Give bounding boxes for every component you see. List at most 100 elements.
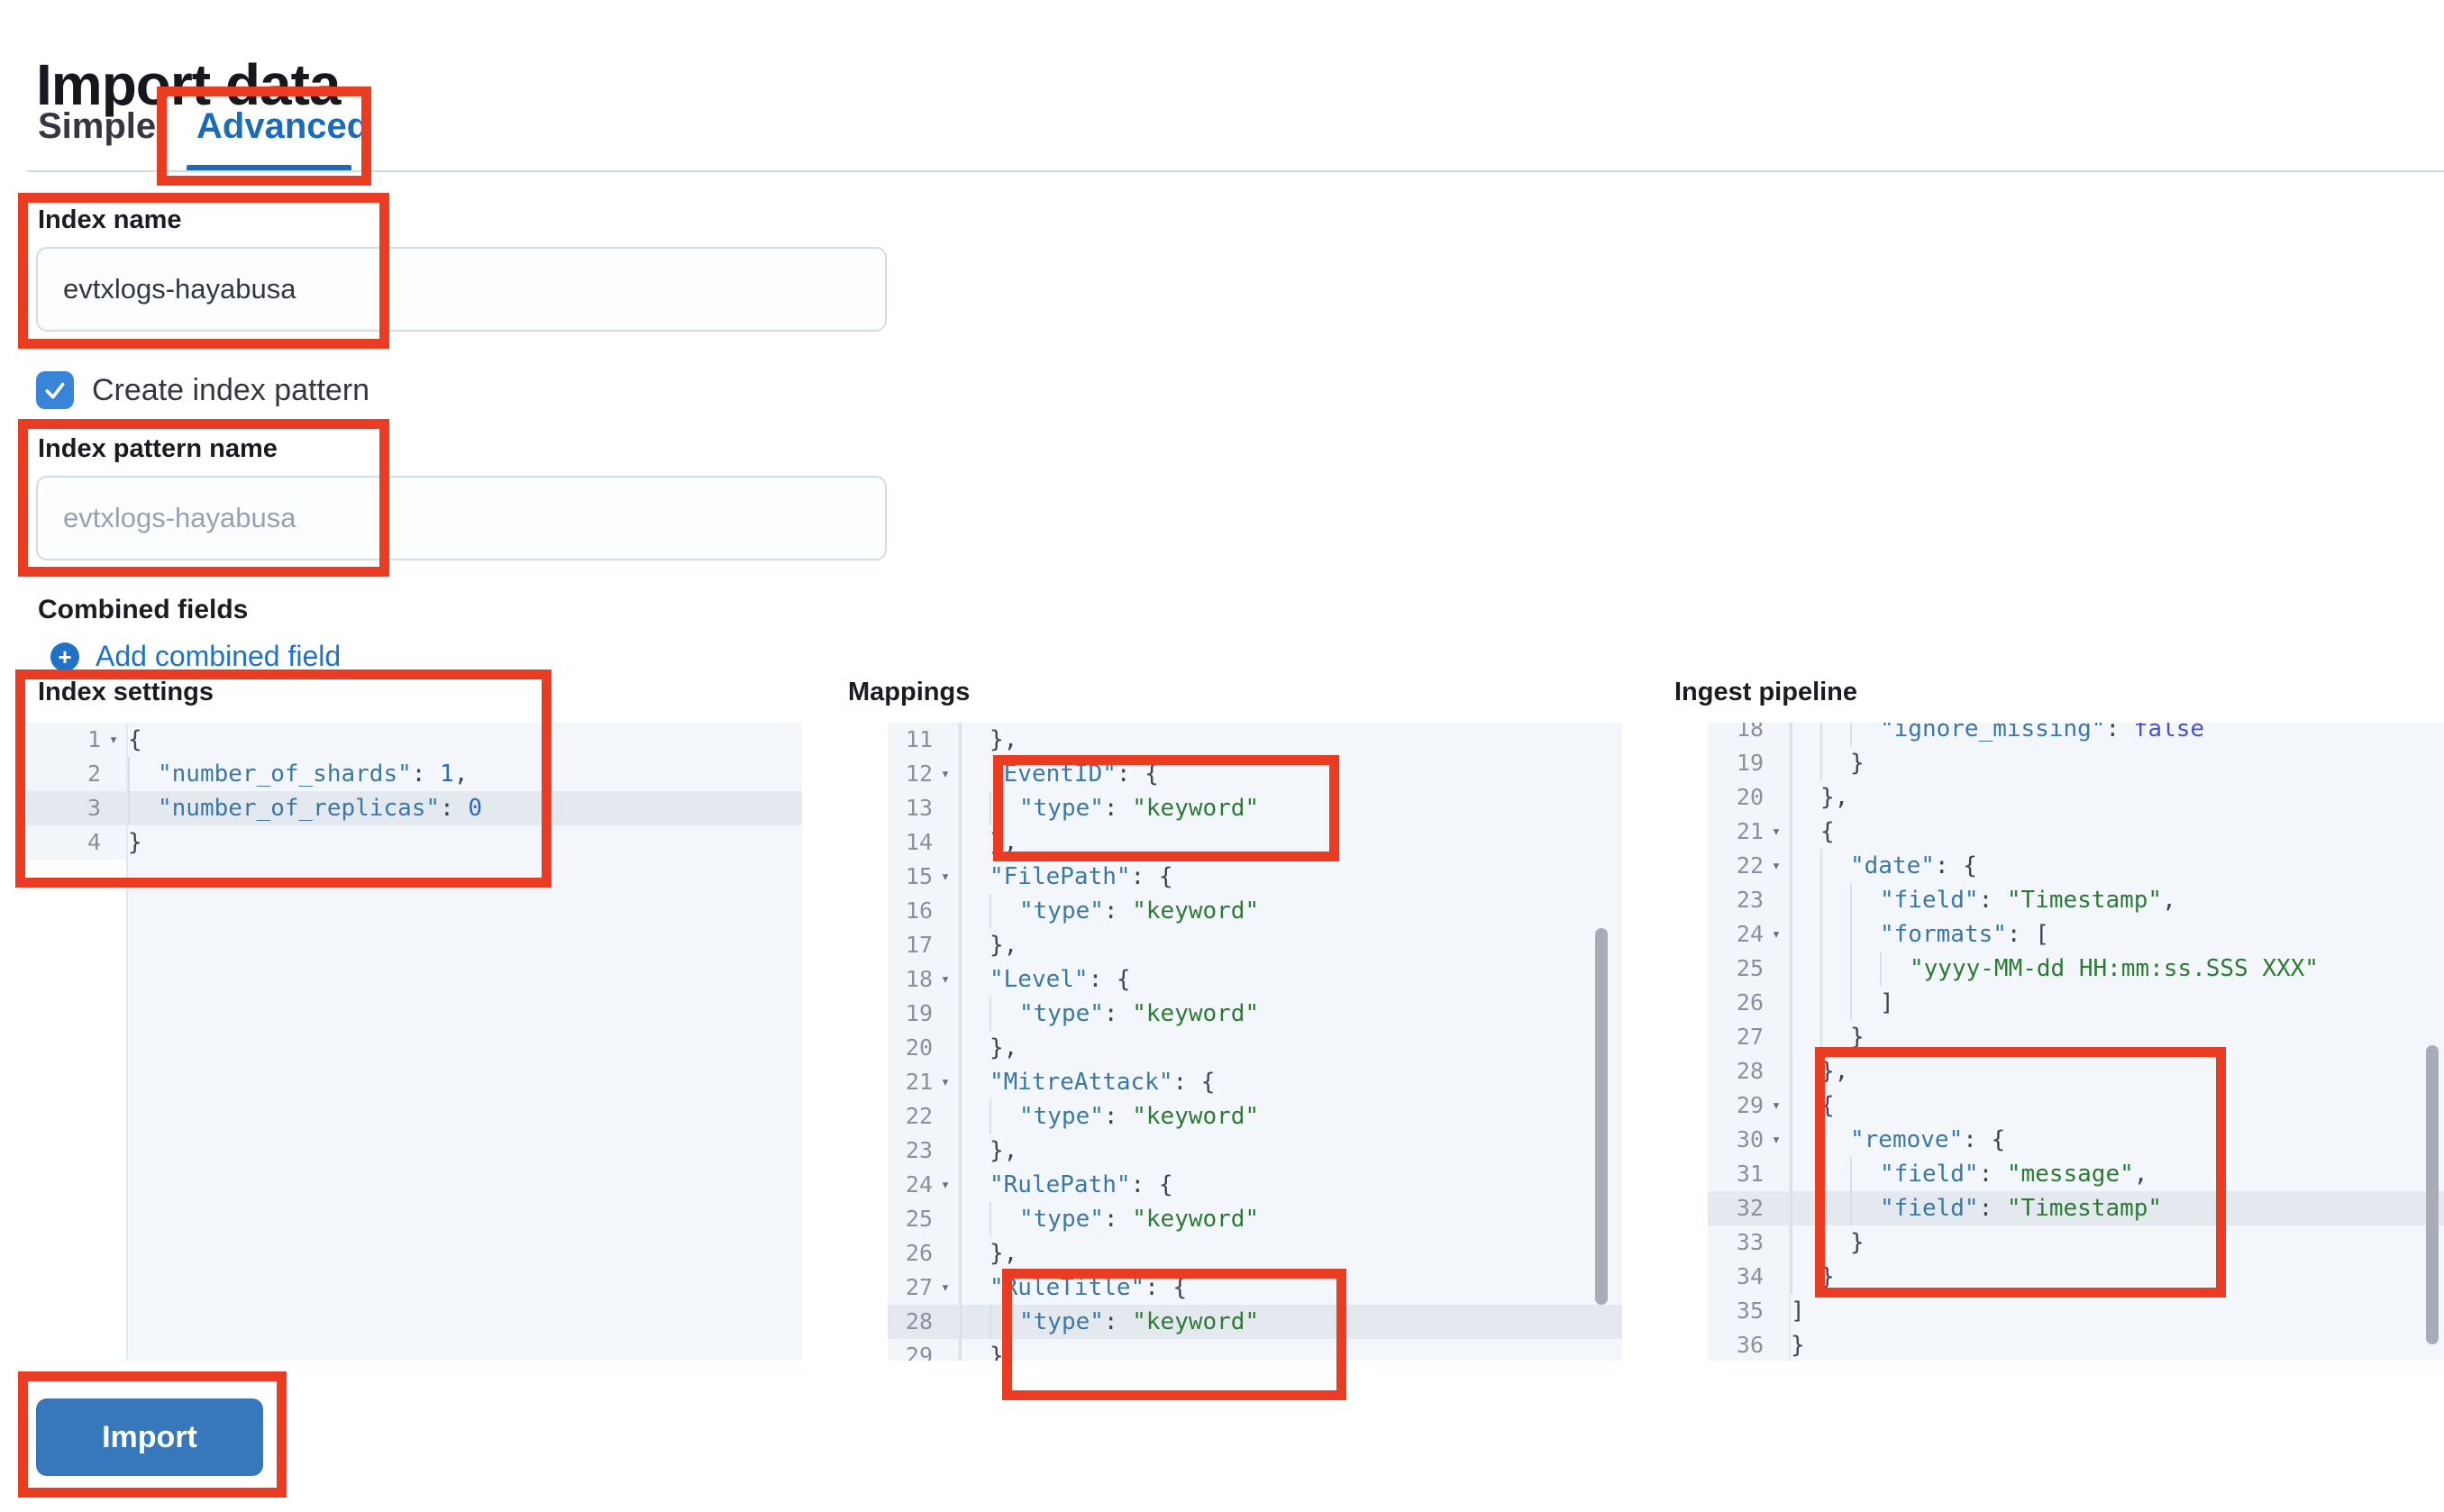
line-number: 11 — [905, 726, 933, 752]
code-line-4: 4} — [27, 825, 802, 860]
indent-guide — [1820, 1123, 1850, 1157]
fold-arrow-slot — [1764, 780, 1789, 815]
indent-guide — [960, 1236, 989, 1271]
fold-arrow-slot — [101, 757, 126, 791]
fold-arrow-icon[interactable]: ▾ — [1771, 823, 1782, 841]
fold-arrow-icon[interactable]: ▾ — [940, 765, 951, 783]
code-token: , — [453, 761, 469, 788]
code-token: "field" — [1880, 887, 1979, 914]
fold-arrow-icon[interactable]: ▾ — [940, 868, 951, 886]
line-number: 22 — [905, 1103, 933, 1129]
code-editor-mappings[interactable]: 11},12▾"EventID": {13"type": "keyword"14… — [888, 723, 1622, 1361]
code-token: "field" — [1880, 1161, 1979, 1188]
indent-guide — [1791, 780, 1820, 815]
add-combined-field-link[interactable]: + Add combined field — [50, 640, 341, 673]
line-number: 25 — [1736, 955, 1764, 981]
tab-advanced[interactable]: Advanced — [196, 106, 369, 146]
code-token: : { — [1934, 852, 1977, 879]
code-line-20: 20}, — [1708, 780, 2444, 815]
code-token: : { — [1144, 1274, 1188, 1301]
indent-guide — [960, 1305, 989, 1339]
code-line-26: 26}, — [888, 1236, 1622, 1271]
code-line-24: 24▾"formats": [ — [1708, 917, 2444, 952]
indent-guide — [960, 1065, 989, 1099]
fold-arrow-slot — [1764, 952, 1789, 986]
index-pattern-name-input[interactable] — [36, 476, 887, 560]
import-button[interactable]: Import — [36, 1398, 263, 1476]
indent-guide — [1850, 723, 1880, 746]
line-number: 24 — [1736, 921, 1764, 947]
code-token: }, — [989, 1240, 1018, 1267]
code-token: : — [2105, 723, 2134, 742]
indent-guide — [1820, 883, 1850, 917]
line-number: 13 — [905, 795, 933, 821]
index-name-label: Index name — [38, 205, 182, 234]
code-token: "RulePath" — [989, 1171, 1131, 1198]
fold-arrow-icon[interactable]: ▾ — [1771, 925, 1782, 943]
code-token: } — [1850, 1024, 1865, 1051]
fold-arrow-slot — [933, 825, 958, 860]
indent-guide — [960, 791, 989, 825]
indent-guide — [128, 791, 158, 825]
code-token: } — [1791, 1332, 1805, 1359]
index-name-input[interactable] — [36, 247, 887, 332]
fold-arrow-slot — [101, 791, 126, 825]
create-index-pattern-checkbox[interactable] — [36, 371, 74, 409]
fold-arrow-slot — [1764, 1225, 1789, 1260]
fold-arrow-icon[interactable]: ▾ — [940, 970, 951, 988]
line-number: 28 — [1736, 1058, 1764, 1084]
fold-arrow-slot — [1764, 1020, 1789, 1054]
code-token: : — [1103, 1000, 1133, 1027]
code-line-11: 11}, — [888, 723, 1622, 757]
ingest-pipeline-scrollbar[interactable] — [2426, 1045, 2439, 1344]
indent-guide — [1850, 1191, 1880, 1225]
code-token: "message" — [2006, 1161, 2134, 1188]
fold-arrow-icon[interactable]: ▾ — [940, 1279, 951, 1297]
indent-guide — [128, 757, 158, 791]
code-token: "type" — [1019, 1308, 1104, 1335]
indent-guide — [960, 1271, 989, 1305]
line-number: 23 — [1736, 887, 1764, 913]
indent-guide — [960, 928, 989, 962]
code-token: "type" — [1019, 1206, 1104, 1233]
code-line-27: 27▾"RuleTitle": { — [888, 1271, 1622, 1305]
code-token: 0 — [468, 795, 483, 822]
indent-guide — [960, 997, 989, 1031]
code-token: : — [1103, 1103, 1133, 1130]
fold-arrow-slot — [101, 825, 126, 860]
fold-arrow-slot — [933, 1236, 958, 1271]
code-line-20: 20}, — [888, 1031, 1622, 1065]
fold-arrow-icon[interactable]: ▾ — [1771, 857, 1782, 875]
code-editor-index-settings[interactable]: 1▾{2"number_of_shards": 1,3"number_of_re… — [27, 723, 802, 1361]
indent-guide — [1791, 1260, 1820, 1294]
indent-guide — [960, 1339, 989, 1361]
line-number: 32 — [1736, 1195, 1764, 1221]
indent-guide — [989, 894, 1019, 928]
line-number: 24 — [905, 1171, 933, 1198]
code-line-2: 2"number_of_shards": 1, — [27, 757, 802, 791]
code-token: false — [2133, 723, 2205, 742]
line-number: 34 — [1736, 1263, 1764, 1289]
line-number: 35 — [1736, 1298, 1764, 1324]
code-token: } — [128, 829, 142, 856]
fold-arrow-icon[interactable]: ▾ — [940, 1073, 951, 1091]
fold-arrow-icon[interactable]: ▾ — [108, 731, 119, 749]
tab-simple[interactable]: Simple — [38, 106, 157, 146]
fold-arrow-icon[interactable]: ▾ — [1771, 1097, 1782, 1115]
line-number: 20 — [905, 1034, 933, 1061]
line-number: 27 — [1736, 1024, 1764, 1050]
fold-arrow-slot — [933, 791, 958, 825]
line-number: 26 — [905, 1240, 933, 1266]
fold-arrow-slot — [933, 894, 958, 928]
code-line-32: 32"field": "Timestamp" — [1708, 1191, 2444, 1225]
code-line-23: 23"field": "Timestamp", — [1708, 883, 2444, 917]
fold-arrow-icon[interactable]: ▾ — [1771, 1131, 1782, 1149]
line-number: 23 — [905, 1137, 933, 1163]
code-line-21: 21▾"MitreAttack": { — [888, 1065, 1622, 1099]
code-token: "ignore_missing" — [1880, 723, 2106, 742]
mappings-scrollbar[interactable] — [1595, 928, 1608, 1305]
fold-arrow-icon[interactable]: ▾ — [940, 1176, 951, 1194]
fold-arrow-slot — [1764, 986, 1789, 1020]
indent-guide — [1791, 849, 1820, 883]
